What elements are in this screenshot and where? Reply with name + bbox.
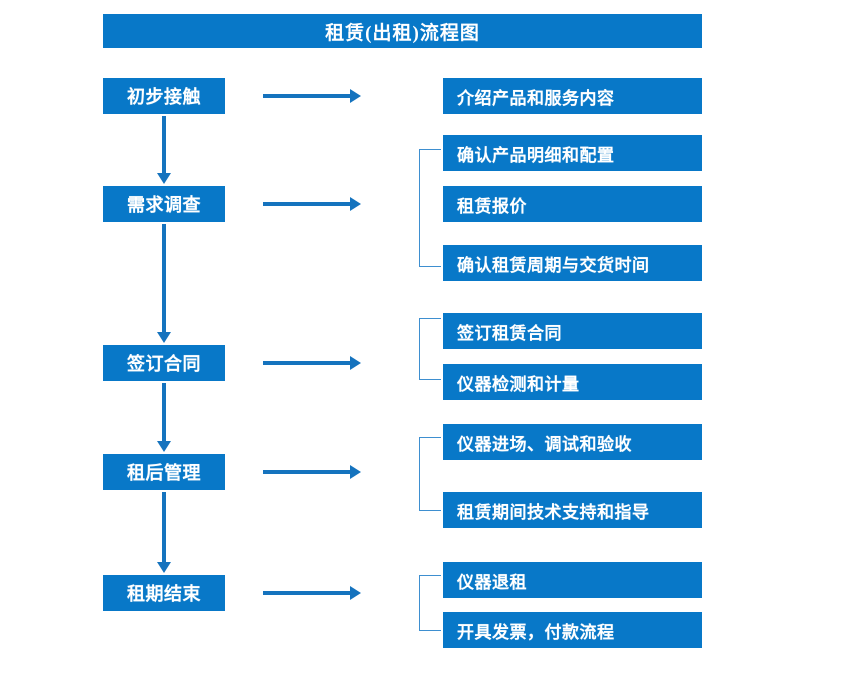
horizontal-arrow-4 — [263, 465, 361, 479]
horizontal-arrow-3 — [263, 356, 361, 370]
horizontal-arrow-1 — [263, 89, 361, 103]
page-title: 租赁(出租)流程图 — [103, 14, 702, 48]
detail-box-7[interactable]: 仪器进场、调试和验收 — [443, 424, 702, 460]
group-bracket-5 — [419, 575, 441, 631]
detail-box-1[interactable]: 介绍产品和服务内容 — [443, 78, 702, 114]
detail-box-3[interactable]: 租赁报价 — [443, 186, 702, 222]
detail-box-9[interactable]: 仪器退租 — [443, 562, 702, 598]
detail-box-8[interactable]: 租赁期间技术支持和指导 — [443, 492, 702, 528]
detail-box-6[interactable]: 仪器检测和计量 — [443, 364, 702, 400]
horizontal-arrow-2 — [263, 197, 361, 211]
vertical-arrow-4-to-5 — [157, 492, 171, 573]
group-bracket-3 — [419, 318, 441, 380]
detail-box-10[interactable]: 开具发票，付款流程 — [443, 612, 702, 648]
stage-box-5[interactable]: 租期结束 — [103, 575, 225, 611]
vertical-arrow-1-to-2 — [157, 116, 171, 184]
vertical-arrow-2-to-3 — [157, 224, 171, 343]
group-bracket-2 — [419, 149, 441, 267]
stage-box-2[interactable]: 需求调查 — [103, 186, 225, 222]
vertical-arrow-3-to-4 — [157, 383, 171, 452]
horizontal-arrow-5 — [263, 586, 361, 600]
stage-box-3[interactable]: 签订合同 — [103, 345, 225, 381]
stage-box-4[interactable]: 租后管理 — [103, 454, 225, 490]
group-bracket-4 — [419, 437, 441, 511]
detail-box-4[interactable]: 确认租赁周期与交货时间 — [443, 245, 702, 281]
stage-box-1[interactable]: 初步接触 — [103, 78, 225, 114]
detail-box-2[interactable]: 确认产品明细和配置 — [443, 135, 702, 171]
detail-box-5[interactable]: 签订租赁合同 — [443, 313, 702, 349]
